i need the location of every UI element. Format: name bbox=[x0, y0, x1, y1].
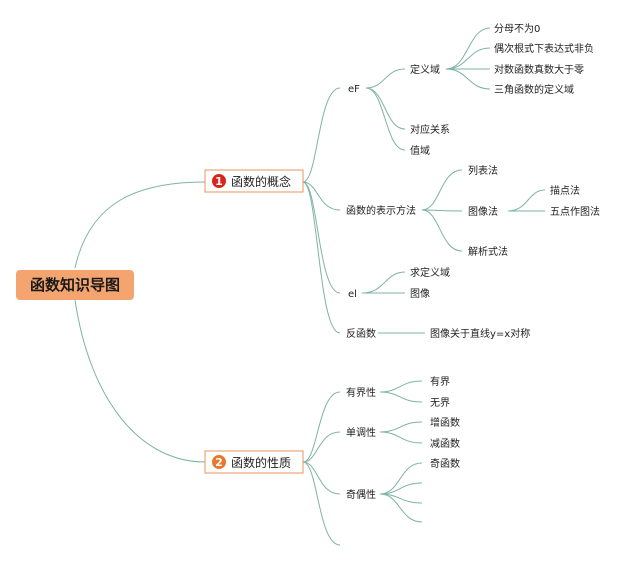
connector-repr-graph bbox=[421, 209, 463, 212]
connector-domain-leaf1 bbox=[445, 27, 491, 70]
connector-parity-odd bbox=[379, 462, 423, 495]
node-el[interactable]: el bbox=[348, 289, 357, 300]
section-node-properties[interactable]: 2 函数的性质 bbox=[204, 450, 304, 474]
connector-mono-inc bbox=[379, 421, 423, 433]
connector-eF-domain bbox=[365, 68, 406, 89]
connector-mono-dec bbox=[379, 431, 423, 444]
section-node-label: 函数的性质 bbox=[231, 455, 291, 470]
node-list-method[interactable]: 列表法 bbox=[468, 164, 498, 177]
connector-repr-analytic bbox=[421, 209, 463, 252]
section-badge-number: 1 bbox=[215, 175, 223, 188]
node-monotonicity[interactable]: 单调性 bbox=[346, 426, 376, 439]
leaf-log[interactable]: 对数函数真数大于零 bbox=[494, 63, 584, 76]
node-range[interactable]: 值域 bbox=[410, 144, 430, 157]
section-node-concept[interactable]: 1 函数的概念 bbox=[204, 169, 304, 193]
connector-s1-eF bbox=[302, 87, 341, 183]
connector-eF-mapping bbox=[365, 87, 406, 130]
root-node[interactable]: 函数知识导图 bbox=[16, 270, 134, 300]
leaf-symmetry[interactable]: 图像关于直线y=x对称 bbox=[430, 327, 530, 340]
section-badge bbox=[212, 455, 226, 469]
connector-parity-empty3 bbox=[379, 493, 423, 523]
node-eF[interactable]: eF bbox=[348, 84, 360, 95]
leaf-even-root[interactable]: 偶次根式下表达式非负 bbox=[494, 42, 594, 55]
connectors bbox=[74, 27, 546, 546]
connector-s2-empty bbox=[302, 461, 341, 546]
section-node-box bbox=[204, 169, 304, 193]
connector-s2-mono bbox=[302, 431, 341, 463]
leaf-denominator[interactable]: 分母不为0 bbox=[494, 23, 540, 35]
node-analytic-method[interactable]: 解析式法 bbox=[468, 245, 508, 258]
leaf-plot-points[interactable]: 描点法 bbox=[550, 184, 580, 197]
connector-repr-list bbox=[421, 169, 463, 211]
leaf-unbounded[interactable]: 无界 bbox=[430, 397, 450, 409]
leaf-five-point[interactable]: 五点作图法 bbox=[550, 205, 600, 218]
connector-root-section2 bbox=[74, 299, 206, 463]
section-badge-number: 2 bbox=[215, 456, 223, 469]
leaf-find-domain[interactable]: 求定义域 bbox=[410, 266, 450, 279]
connector-parity-empty1 bbox=[379, 482, 423, 495]
connector-s1-inverse bbox=[302, 181, 341, 334]
node-inverse[interactable]: 反函数 bbox=[346, 327, 376, 340]
node-boundedness[interactable]: 有界性 bbox=[346, 386, 376, 399]
connector-domain-leaf2 bbox=[445, 47, 491, 70]
node-representation[interactable]: 函数的表示方法 bbox=[346, 204, 416, 217]
connector-s2-parity bbox=[302, 461, 341, 495]
connector-bounded-no bbox=[379, 391, 423, 403]
connector-domain-leaf4 bbox=[445, 68, 491, 90]
connector-eF-range bbox=[365, 87, 406, 151]
connector-el-domain bbox=[361, 271, 406, 294]
root-node-label: 函数知识导图 bbox=[30, 276, 120, 294]
connector-root-section1 bbox=[74, 181, 206, 269]
leaf-graph[interactable]: 图像 bbox=[410, 288, 430, 300]
connector-graph-leaf1 bbox=[507, 189, 546, 212]
leaf-bounded[interactable]: 有界 bbox=[430, 375, 450, 388]
connector-s1-repr bbox=[302, 181, 341, 211]
section-node-box bbox=[204, 450, 304, 474]
section-node-label: 函数的概念 bbox=[231, 174, 291, 189]
leaf-increasing[interactable]: 增函数 bbox=[430, 416, 460, 429]
root-node-box bbox=[16, 270, 134, 300]
section-badge bbox=[212, 174, 226, 188]
leaf-trig[interactable]: 三角函数的定义域 bbox=[494, 83, 574, 96]
node-parity[interactable]: 奇偶性 bbox=[346, 488, 376, 501]
node-domain[interactable]: 定义域 bbox=[410, 63, 440, 76]
connector-s2-bounded bbox=[302, 391, 341, 463]
connector-bounded-yes bbox=[379, 380, 423, 393]
leaf-decreasing[interactable]: 减函数 bbox=[430, 437, 460, 450]
node-mapping[interactable]: 对应关系 bbox=[410, 123, 450, 136]
leaf-odd-function[interactable]: 奇函数 bbox=[430, 457, 460, 470]
node-graph-method[interactable]: 图像法 bbox=[468, 205, 498, 218]
